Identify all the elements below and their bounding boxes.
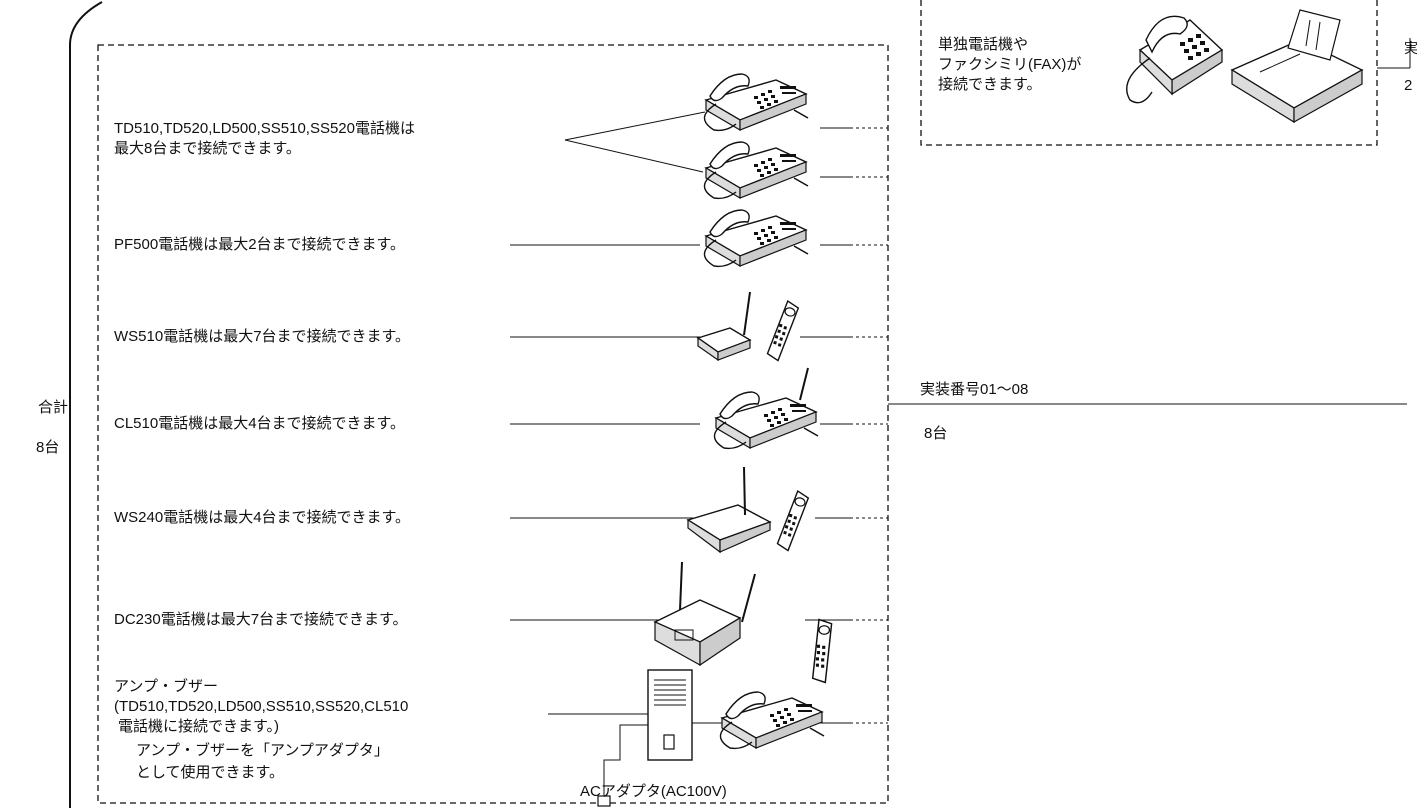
single-line-note: ファクシミリ(FAX)が — [938, 56, 1082, 73]
base-station-handset-icon — [653, 561, 833, 684]
cordless-phone-icon — [696, 291, 801, 363]
amp-buzzer-compat: 電話機に接続できます。) — [118, 718, 279, 735]
amp-buzzer-icon — [647, 669, 693, 761]
fax-icon — [1230, 9, 1364, 124]
ac-adapter-icon — [597, 724, 648, 807]
phone-group-label: 最大8台まで接続できます。 — [114, 140, 301, 157]
amp-buzzer-note: として使用できます。 — [136, 764, 285, 781]
single-line-phone-icon — [1126, 15, 1224, 104]
total-label: 合計 — [38, 399, 69, 416]
amp-buzzer-compat: (TD510,TD520,LD500,SS510,SS520,CL510 — [114, 698, 409, 715]
cordless-desk-phone-icon — [713, 367, 819, 450]
desk-phone-icon — [703, 141, 809, 200]
single-line-dashed-box — [920, 0, 1378, 146]
phone-group-label: PF500電話機は最大2台まで接続できます。 — [114, 236, 406, 253]
total-count: 8台 — [36, 439, 60, 456]
slot-label: 実装番号01～08 — [920, 381, 1029, 398]
desk-phone-icon — [719, 691, 825, 750]
total-bracket — [69, 1, 103, 808]
extension-dashed-box — [97, 44, 889, 804]
amp-buzzer-note: アンプ・ブザーを「アンプアダプタ」 — [136, 742, 389, 759]
phone-group-label: DC230電話機は最大7台まで接続できます。 — [114, 611, 408, 628]
desk-phone-icon — [703, 73, 809, 132]
single-line-note: 接続できます。 — [938, 76, 1042, 93]
cordless-phone-icon — [686, 466, 811, 554]
phone-group-label: WS510電話機は最大7台まで接続できます。 — [114, 328, 411, 345]
phone-group-label: WS240電話機は最大4台まで接続できます。 — [114, 509, 411, 526]
phone-group-label: TD510,TD520,LD500,SS510,SS520電話機は — [114, 120, 415, 137]
phone-group-label: CL510電話機は最大4台まで接続できます。 — [114, 415, 406, 432]
ac-adapter-label: ACアダプタ(AC100V) — [580, 783, 727, 800]
edge-char: 2 — [1404, 77, 1413, 94]
desk-phone-icon — [703, 209, 809, 268]
edge-char: 実 — [1404, 40, 1417, 56]
amp-buzzer-title: アンプ・ブザー — [114, 678, 218, 695]
slot-count: 8台 — [924, 425, 948, 442]
single-line-note: 単独電話機や — [938, 36, 1029, 53]
